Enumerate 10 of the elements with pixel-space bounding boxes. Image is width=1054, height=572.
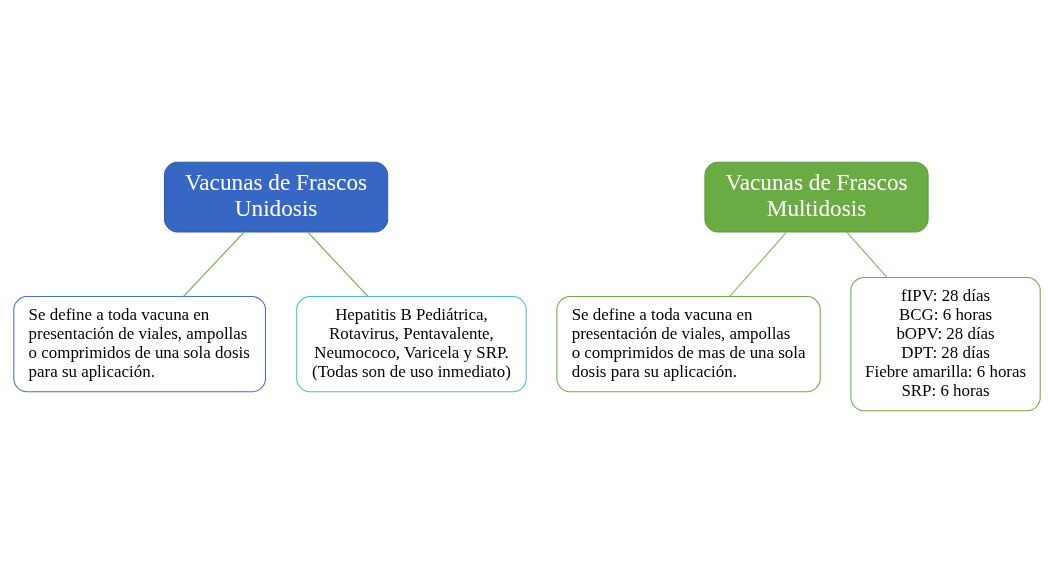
connector	[729, 231, 788, 297]
connector	[307, 231, 369, 297]
node-box: Hepatitis B Pediátrica, Rotavirus, Pentavalente, Neumococo, Varicela y SRP. (Todas son de uso inmediato)	[296, 295, 527, 392]
node-box: Se define a toda vacuna en presentación de viales, ampollas o comprimidos de una sola dosis para su aplicación.	[13, 295, 267, 392]
connector	[846, 231, 888, 278]
node-box: fIPV: 28 días BCG: 6 horas bOPV: 28 días DPT: 28 días Fiebre amarilla: 6 horas SRP: 6 horas	[850, 276, 1041, 411]
connector	[182, 231, 245, 297]
node-box: Se define a toda vacuna en presentación de viales, ampollas o comprimidos de mas de una sola dosis para su aplicación.	[556, 295, 821, 392]
node-box: Vacunas de Frascos Unidosis	[163, 161, 389, 233]
node-box: Vacunas de Frascos Multidosis	[704, 161, 929, 233]
